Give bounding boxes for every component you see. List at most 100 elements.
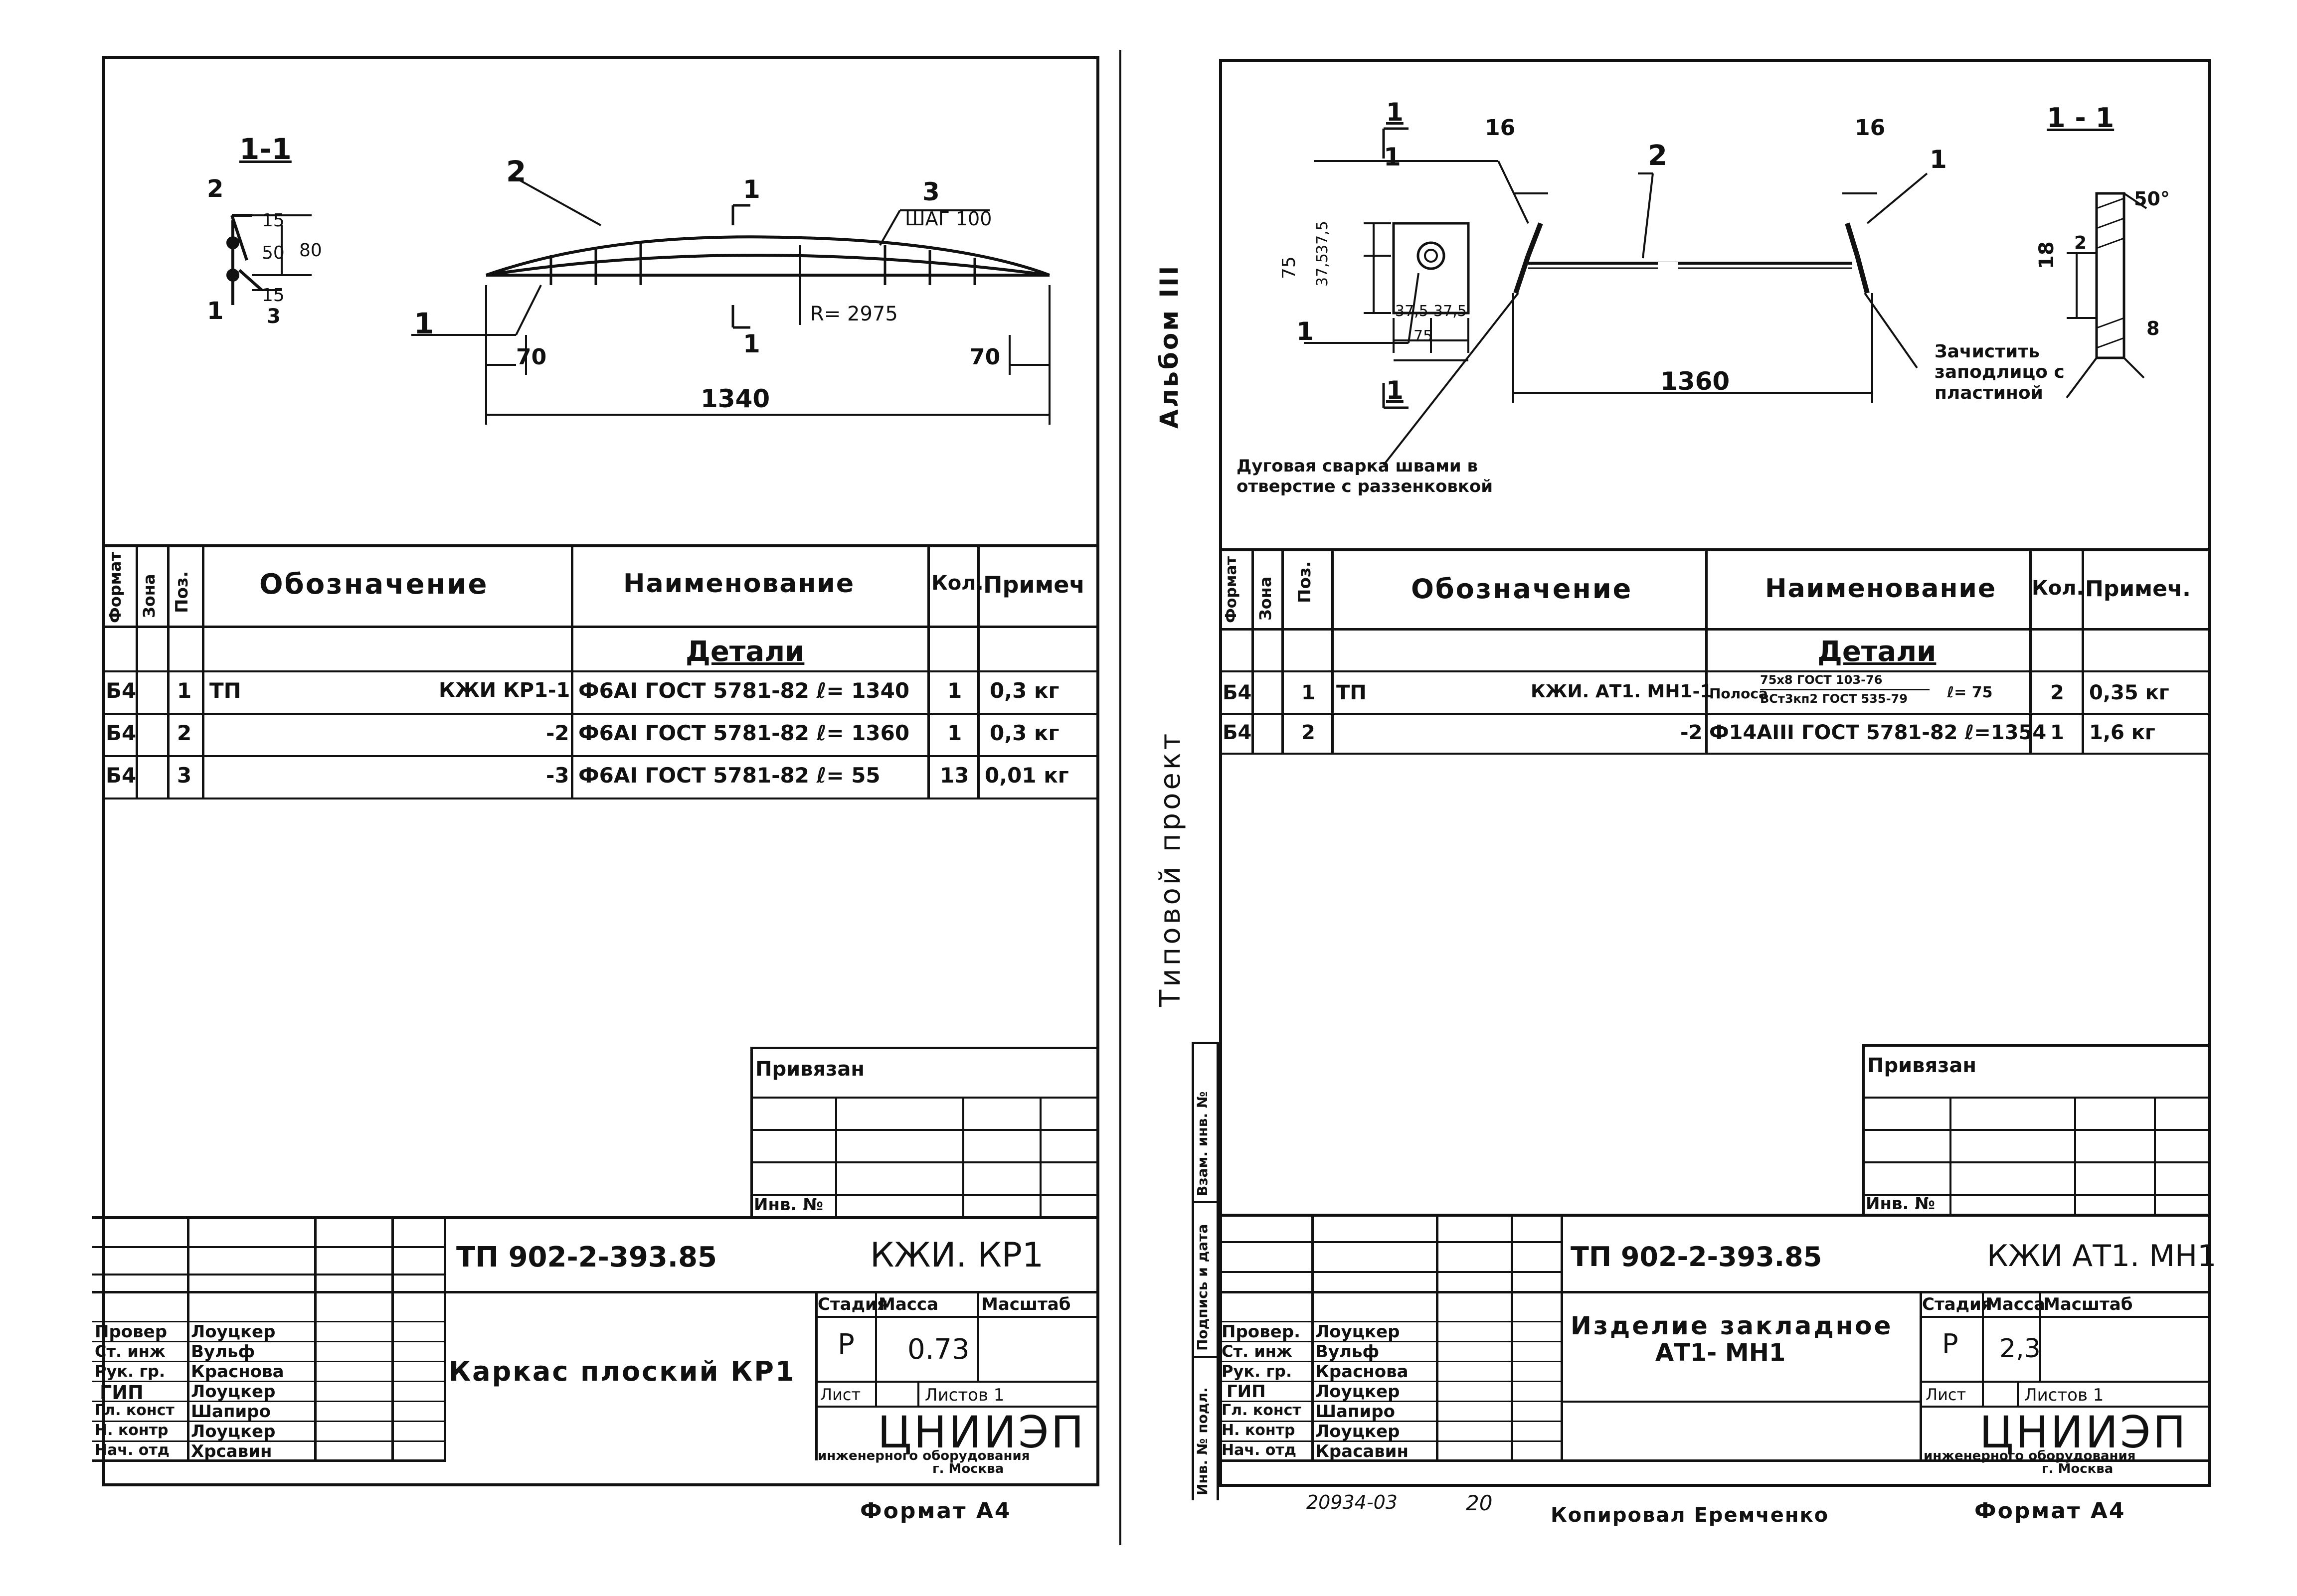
right-archive-no: 20934-03	[1306, 1491, 1398, 1513]
right-sheets-label: Листов 1	[2024, 1385, 2104, 1405]
left-title: Каркас плоский КР1	[449, 1356, 796, 1387]
left-row1-pos: 1	[177, 678, 192, 703]
left-th-name: Наименование	[623, 569, 855, 599]
right-pos-1-label: 1	[1930, 145, 1947, 174]
right-plate-dim-375a: 37,5	[1314, 221, 1331, 254]
left-signer-role: Ст. инж	[95, 1342, 166, 1361]
right-row2-pos: 2	[1301, 721, 1315, 744]
right-plate-dim-75v: 75	[1279, 256, 1299, 279]
right-mass: 2,3	[1999, 1334, 2041, 1364]
left-row1-qty: 1	[947, 678, 962, 703]
right-note-clean: Зачистить заподлицо с пластиной	[1935, 341, 2065, 403]
right-inv-no: Инв. №	[1866, 1194, 1936, 1214]
left-section-dim-80: 80	[299, 240, 322, 261]
left-pos-1-label: 1	[414, 307, 434, 340]
album-label: Альбом III	[1155, 264, 1184, 429]
left-th-zone: Зона	[140, 574, 159, 618]
left-signer-role: Провер	[95, 1322, 168, 1342]
right-plate-pos-label: 1	[1296, 317, 1314, 346]
center-divider	[1119, 50, 1121, 1545]
right-row2-note: 1,6 кг	[2089, 721, 2155, 744]
left-row3-format: Б4	[106, 763, 137, 788]
right-scale-label: Масштаб	[2043, 1294, 2133, 1314]
left-sheet-label: Лист	[820, 1385, 861, 1404]
left-row1-name: Ф6АI ГОСТ 5781-82 ℓ= 1340	[578, 678, 910, 703]
left-doc-mark: КЖИ. КР1	[870, 1236, 1044, 1275]
left-signer-role: Гл. конст	[95, 1402, 175, 1419]
right-org-city: г. Москва	[2042, 1461, 2114, 1476]
left-dim-step: ШАГ 100	[905, 208, 992, 230]
left-signer-name: Лоуцкер	[191, 1382, 276, 1402]
left-dim-radius: R= 2975	[810, 303, 898, 325]
right-dim-16b: 16	[1855, 115, 1886, 141]
right-row2-format: Б4	[1223, 721, 1252, 744]
right-row1-name-frac-bot: ВСт3кп2 ГОСТ 535-79	[1760, 692, 1908, 706]
left-section-label: 1-1	[239, 132, 292, 166]
left-row3-note: 0,01 кг	[985, 763, 1069, 788]
right-pos-1-plate-label: 1	[1384, 143, 1401, 171]
right-signer-name: Лоуцкер	[1315, 1382, 1400, 1402]
left-section-dim-50: 50	[262, 243, 285, 263]
right-plate-dim-75h: 75	[1414, 327, 1433, 345]
left-sheets-label: Листов 1	[925, 1385, 1005, 1405]
right-copied: Копировал Еремченко	[1551, 1504, 1829, 1527]
left-cut-mark-bottom: 1	[743, 329, 760, 358]
right-signer-role: Ст. инж	[1222, 1342, 1292, 1361]
left-row2-note: 0,3 кг	[990, 721, 1060, 745]
left-signer-name: Вульф	[191, 1342, 255, 1362]
right-section-details: Детали	[1817, 636, 1937, 668]
left-section-pos-2: 2	[207, 175, 224, 203]
left-dim-70-left: 70	[516, 344, 547, 370]
right-row1-name-prefix: Полоса	[1709, 685, 1768, 702]
right-th-name: Наименование	[1765, 574, 1997, 604]
right-row1-name-len: ℓ= 75	[1947, 684, 1993, 701]
left-org: ЦНИИЭП	[878, 1407, 1086, 1458]
left-section-pos-3: 3	[267, 305, 281, 328]
left-inv-no: Инв. №	[754, 1195, 824, 1215]
left-th-format: Формат	[106, 552, 125, 623]
right-row1-designation: КЖИ. АТ1. МН1-1	[1531, 681, 1713, 702]
right-signer-name: Краснова	[1315, 1362, 1409, 1382]
left-th-designation: Обозначение	[259, 568, 489, 601]
left-signer-name: Краснова	[191, 1362, 284, 1382]
right-signer-name: Вульф	[1315, 1342, 1380, 1362]
left-section-pos-1: 1	[207, 297, 224, 325]
right-stage: Р	[1942, 1328, 1958, 1360]
right-privyazan: Привязан	[1867, 1054, 1977, 1077]
left-format-note: Формат А4	[860, 1498, 1012, 1524]
left-row1-designation: КЖИ КР1-1	[439, 679, 570, 702]
embedded-part-drawing	[1304, 127, 2147, 466]
left-row3-pos: 3	[177, 763, 192, 788]
left-pos-3-label: 3	[922, 177, 940, 206]
right-row2-designation: -2	[1680, 721, 1703, 744]
right-th-pos: Поз.	[1295, 561, 1315, 604]
right-cut-mark-top: 1	[1386, 98, 1404, 127]
left-scale-label: Масштаб	[981, 1294, 1071, 1314]
left-row2-name: Ф6АI ГОСТ 5781-82 ℓ= 1360	[578, 721, 910, 745]
right-section-label: 1 - 1	[2047, 102, 2115, 134]
left-mass-label: Масса	[879, 1294, 939, 1314]
right-signer-role: Гл. конст	[1222, 1402, 1301, 1419]
right-plate-dim-375b: 37,5	[1314, 253, 1331, 287]
left-th-note: Примеч	[983, 571, 1085, 598]
left-org-sub: инженерного оборудования	[818, 1448, 1030, 1463]
left-row3-designation: -3	[546, 763, 569, 788]
right-doc-mark: КЖИ АТ1. МН1	[1987, 1239, 2217, 1274]
left-signer-name: Хрсавин	[191, 1441, 272, 1461]
right-dim-16a: 16	[1485, 115, 1516, 141]
right-signer-name: Лоуцкер	[1315, 1422, 1400, 1441]
right-dim-1360: 1360	[1660, 367, 1730, 396]
left-privyazan: Привязан	[755, 1058, 865, 1081]
right-cut-mark-bottom: 1	[1386, 376, 1404, 405]
right-mass-label: Масса	[1985, 1294, 2046, 1314]
left-row3-name: Ф6АI ГОСТ 5781-82 ℓ= 55	[578, 763, 881, 788]
left-row2-format: Б4	[106, 721, 137, 745]
left-row1-format: Б4	[106, 678, 137, 703]
right-row1-format: Б4	[1223, 681, 1252, 704]
left-row2-qty: 1	[947, 721, 962, 745]
left-sheet-frame	[102, 56, 1099, 1486]
stamp-inv-original: Инв. № подл.	[1194, 1387, 1211, 1495]
right-row2-name: Ф14АIII ГОСТ 5781-82 ℓ=1354	[1709, 721, 2047, 744]
left-row1-prefix: ТП	[209, 678, 241, 703]
stamp-substitute-inv: Взам. инв. №	[1194, 1091, 1211, 1196]
